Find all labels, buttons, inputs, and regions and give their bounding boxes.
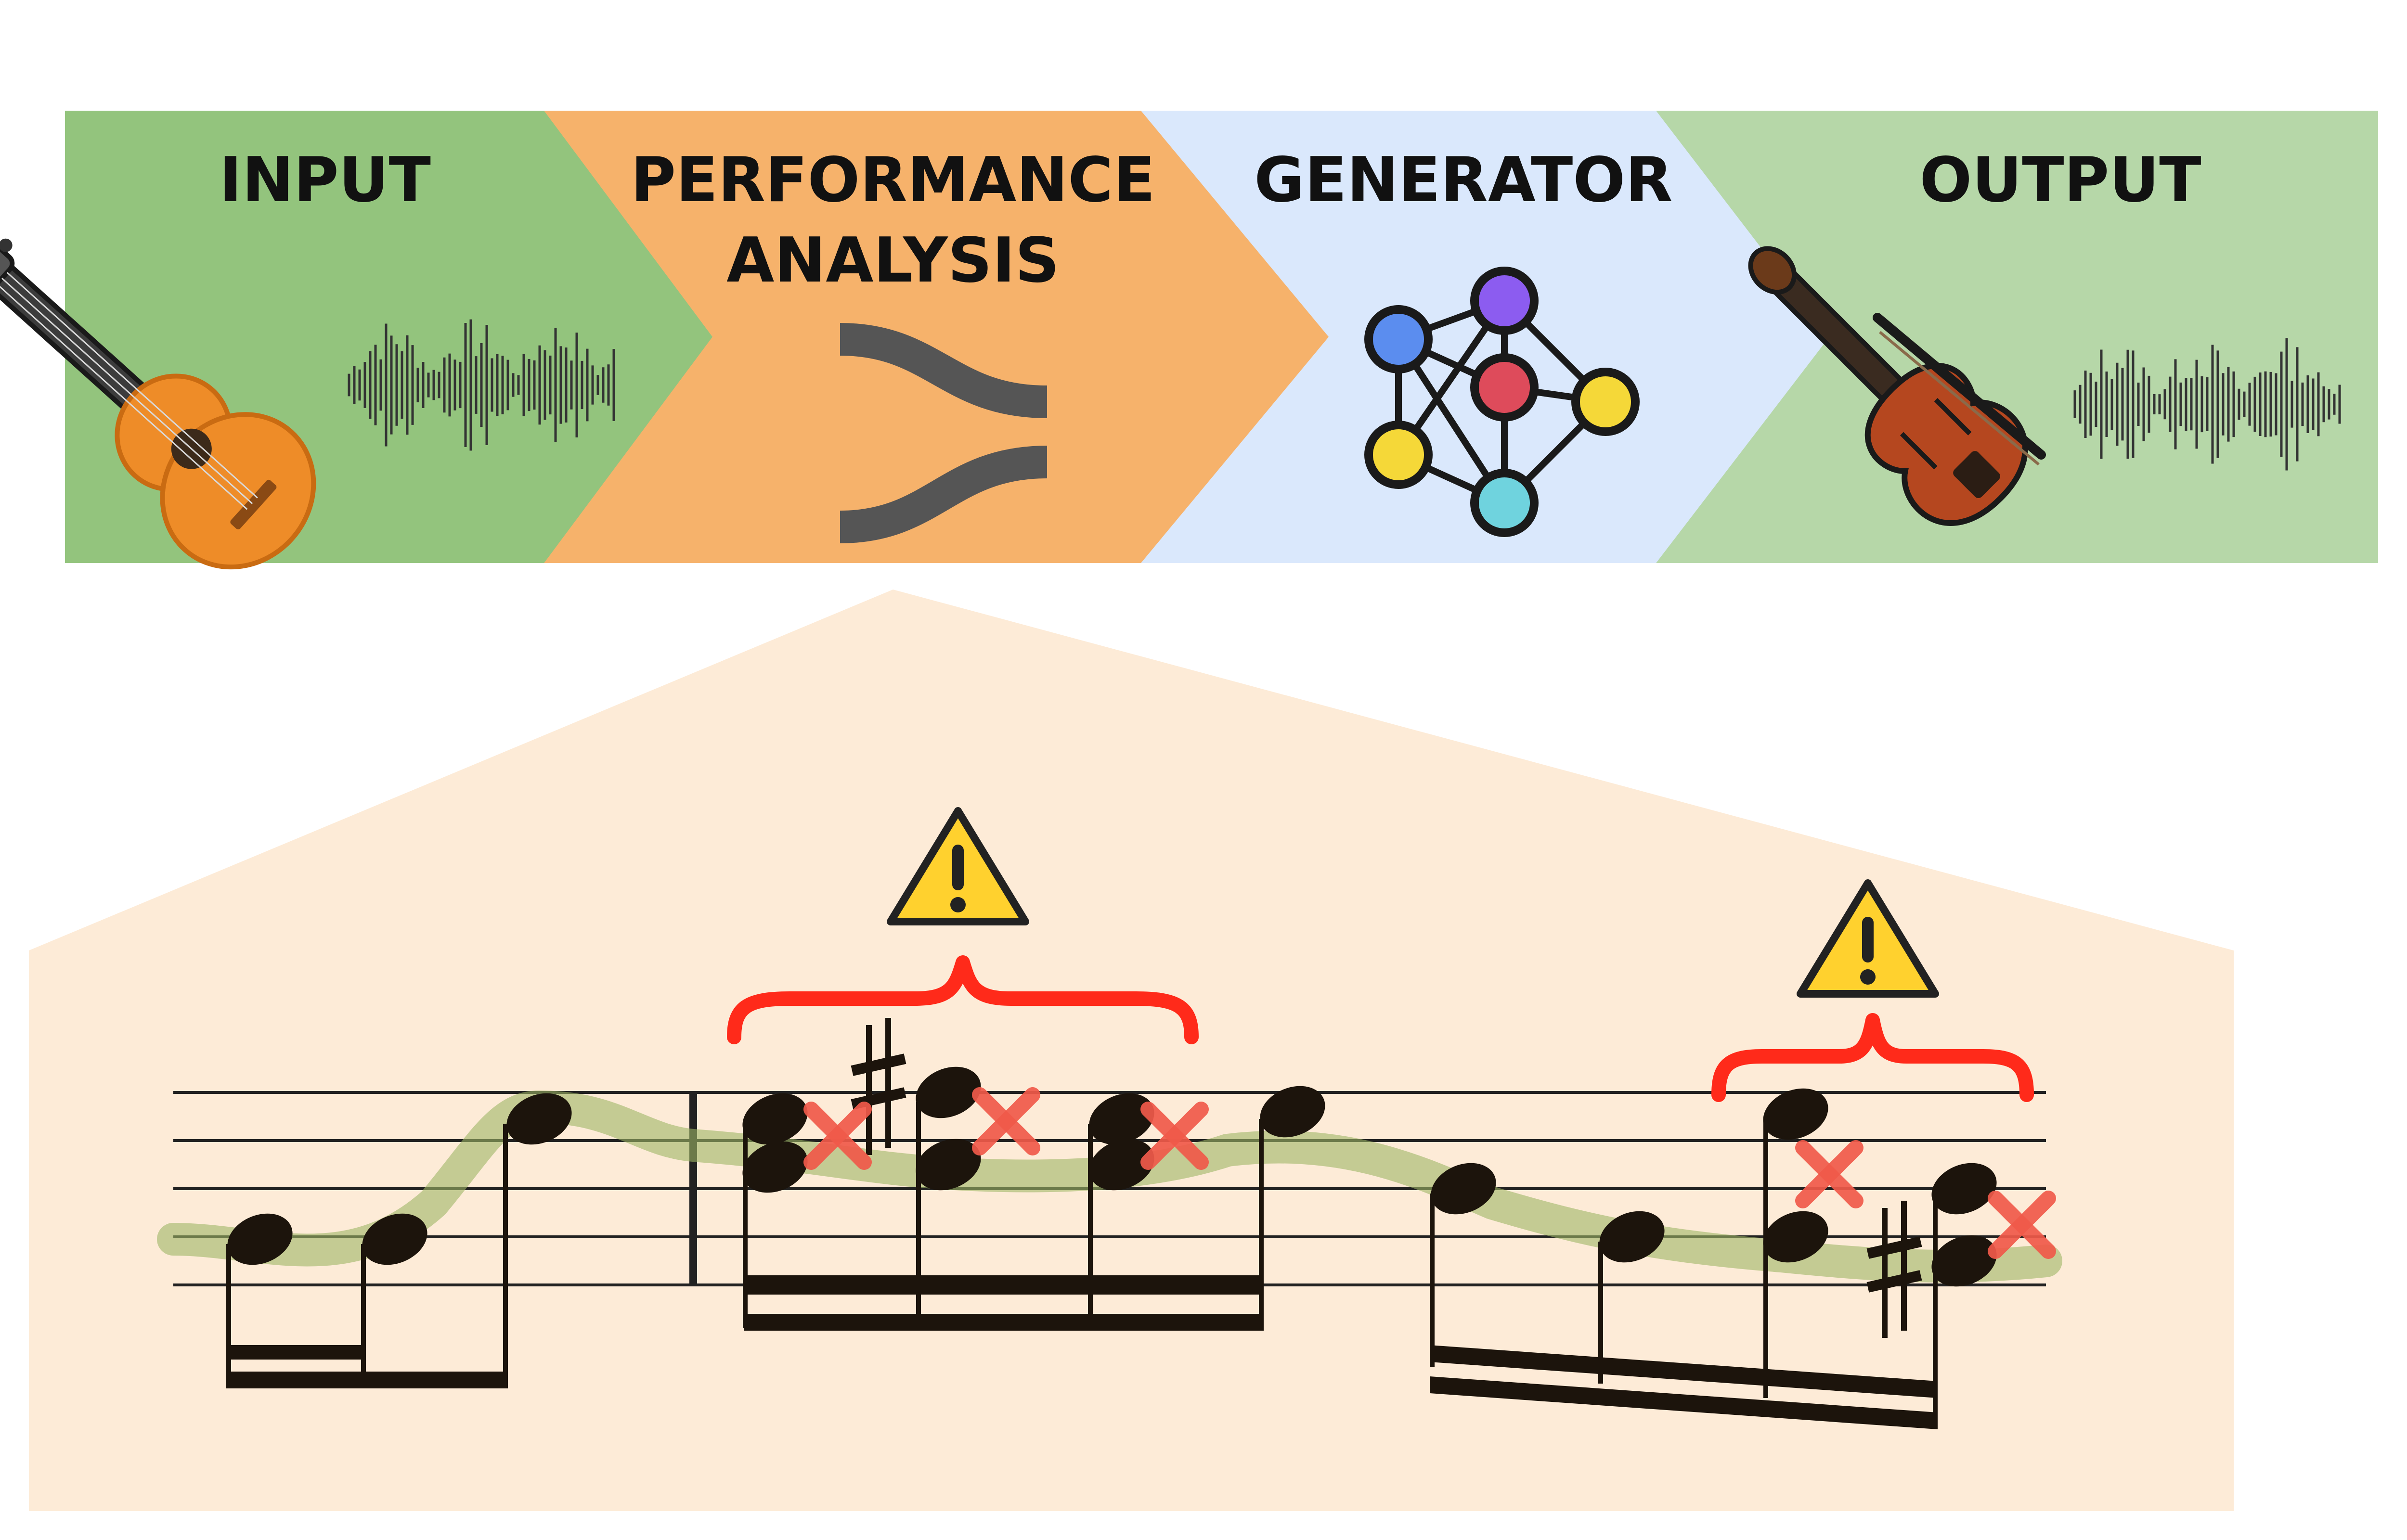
routing-curves-icon [840, 323, 1048, 543]
stage-title-analysis-line1: PERFORMANCE [631, 144, 1155, 216]
waveform-icon [2073, 338, 2341, 471]
beam [744, 1275, 1264, 1295]
note-head [1763, 1088, 1828, 1140]
error-cross-icon [1795, 1140, 1863, 1208]
beam [226, 1372, 508, 1388]
stage-output-bg [1656, 111, 2378, 563]
note-head [1763, 1211, 1828, 1263]
note-head [742, 1141, 808, 1193]
note-head [916, 1066, 981, 1118]
cross-stroke [972, 1087, 1040, 1155]
neural-network-icon [1364, 267, 1640, 537]
stage-title-output: OUTPUT [1919, 144, 2201, 216]
error-cross-icon [972, 1087, 1040, 1155]
pitch-contour [157, 1090, 2062, 1283]
error-cross-icon [803, 1102, 872, 1170]
note-head [1260, 1086, 1325, 1138]
guitar-icon [0, 225, 316, 570]
error-cross-icon [1140, 1102, 1209, 1170]
note-head [1931, 1235, 1997, 1287]
beam [744, 1314, 1264, 1331]
analysis-detail-panel [29, 590, 2234, 1511]
note-head [1431, 1163, 1496, 1215]
zoom-callout [29, 590, 2234, 1511]
warning-icon [1797, 879, 1939, 998]
beam [1430, 1345, 1938, 1398]
warning-icon [887, 807, 1029, 925]
cross-stroke [1140, 1102, 1209, 1170]
note-head [227, 1213, 293, 1265]
note-head [916, 1139, 981, 1191]
note-head [362, 1213, 427, 1265]
stage-generator-bg [1141, 111, 1829, 563]
music-notes [226, 1066, 1997, 1429]
note-head [506, 1093, 572, 1145]
stage-analysis-bg [544, 111, 1329, 563]
cross-stroke [803, 1102, 872, 1170]
cross-stroke [1988, 1191, 2056, 1259]
curly-brace-icon [727, 955, 1199, 1044]
note-head [1599, 1211, 1665, 1263]
beam [1430, 1376, 1938, 1429]
note-head [1089, 1093, 1154, 1145]
pipeline-banner: INPUT PERFORMANCE ANALYSIS GENERATOR OUT… [0, 111, 2378, 570]
stage-title-input: INPUT [219, 144, 431, 216]
note-head [1931, 1163, 1997, 1215]
sharp-sign [1866, 1201, 1922, 1338]
beam [226, 1345, 366, 1360]
curly-brace-icon [1711, 1013, 2034, 1102]
note-head [742, 1093, 808, 1145]
cross-stroke [1795, 1140, 1863, 1208]
error-cross-icon [1988, 1191, 2056, 1259]
violin-icon [1748, 246, 2046, 526]
waveform-icon [348, 319, 615, 451]
note-head [1089, 1139, 1154, 1191]
error-crosses [803, 1087, 2056, 1259]
stage-title-generator: GENERATOR [1254, 144, 1672, 216]
stage-title-analysis-line2: ANALYSIS [726, 225, 1060, 296]
